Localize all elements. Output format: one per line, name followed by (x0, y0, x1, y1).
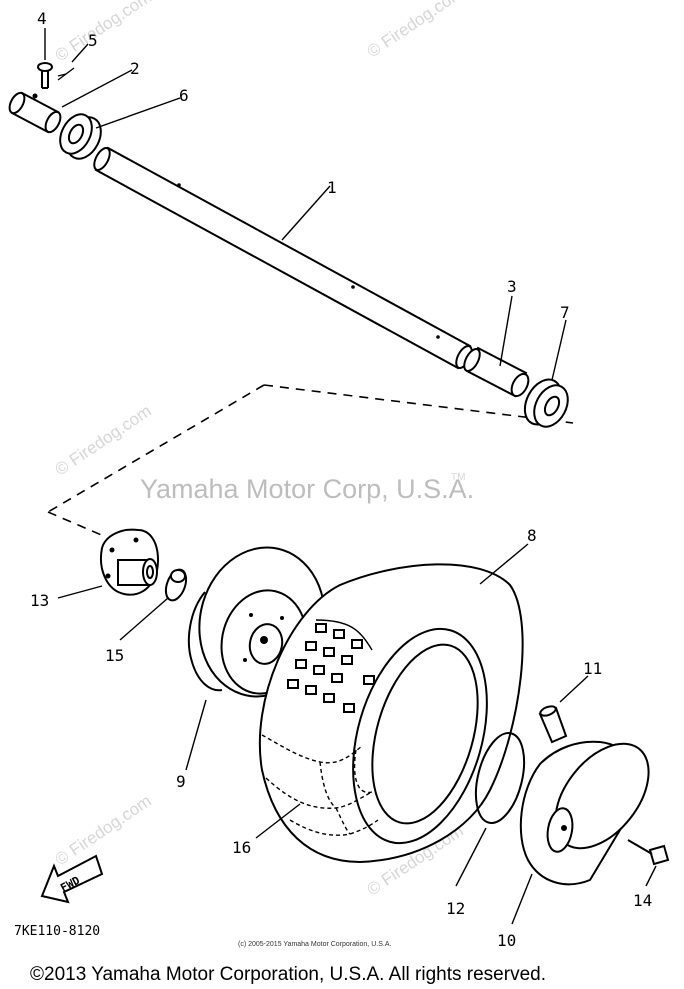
callout-14: 14 (633, 891, 652, 910)
callout-8: 8 (527, 526, 537, 545)
cotter-pin-5 (57, 67, 75, 81)
collar-left (8, 91, 62, 134)
tire-chain (261, 734, 379, 836)
callout-16: 16 (232, 838, 251, 857)
footer-copyright: ©2013 Yamaha Motor Corporation, U.S.A. A… (30, 964, 546, 985)
watermark-site-1: © Firedog.com (52, 0, 155, 65)
callout-4: 4 (37, 9, 47, 28)
watermark-site-3: © Firedog.com (52, 401, 155, 479)
watermark-main: Yamaha Motor Corp, U.S.A. (140, 474, 474, 504)
hub (100, 528, 160, 596)
wheel-half-outer (519, 740, 650, 886)
callout-10: 10 (497, 931, 516, 950)
tire (258, 563, 524, 864)
callout-5: 5 (88, 31, 98, 50)
callouts: 4 5 2 6 1 3 7 8 11 13 15 9 16 12 10 14 (30, 9, 652, 950)
watermark-tm: TM (451, 472, 465, 483)
bolt-14 (627, 839, 670, 866)
callout-3: 3 (507, 277, 517, 296)
callout-12: 12 (446, 899, 465, 918)
callout-11: 11 (583, 659, 602, 678)
nut-15 (164, 568, 188, 602)
valve (538, 705, 568, 744)
tire-tread (287, 623, 375, 713)
watermark-site-4: © Firedog.com (52, 791, 155, 869)
leader-lines (44, 28, 657, 925)
callout-15: 15 (105, 646, 124, 665)
callout-6: 6 (179, 86, 189, 105)
o-ring (474, 732, 526, 824)
bolt-4 (37, 62, 53, 89)
callout-1: 1 (327, 178, 337, 197)
diagram-code: 7KE110-8120 (14, 924, 100, 939)
bearing-left (59, 113, 102, 160)
assembly-dashed-lines (47, 384, 574, 538)
callout-9: 9 (176, 772, 186, 791)
callout-2: 2 (130, 59, 140, 78)
watermark-site-2: © Firedog.com (364, 0, 467, 61)
axle (93, 146, 473, 370)
bearing-right (523, 378, 569, 428)
callout-7: 7 (560, 303, 570, 322)
fwd-arrow-icon: FWD (40, 854, 104, 904)
small-copyright: (c) 2005-2015 Yamaha Motor Corporation, … (238, 941, 391, 948)
callout-13: 13 (30, 591, 49, 610)
collar-right (463, 346, 530, 398)
